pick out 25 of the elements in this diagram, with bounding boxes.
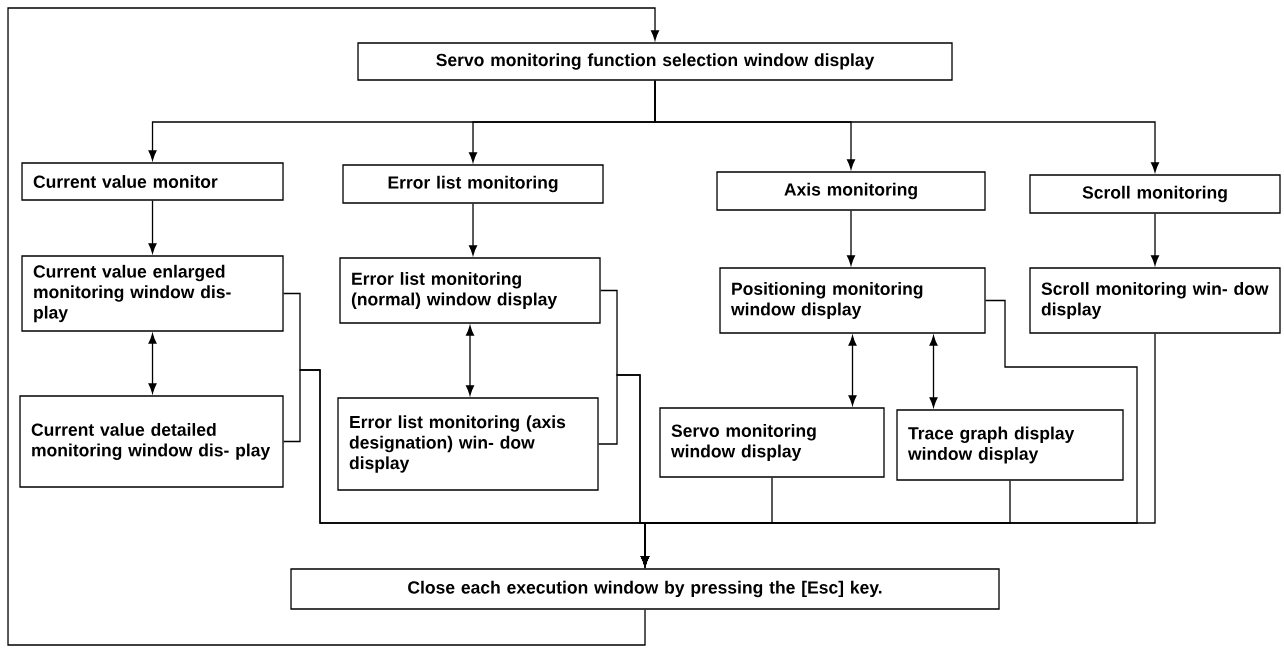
arrow: [654, 80, 1159, 173]
process-box: Close each execution window by pressing the [Esc] key.: [290, 568, 1000, 610]
arrow: [148, 333, 157, 394]
process-box: Current value detailed monitoring window dis- play: [19, 395, 284, 488]
arrow: [847, 210, 856, 266]
process-box: Scroll monitoring: [1029, 174, 1281, 214]
process-box: Current value monitor: [21, 162, 284, 201]
process-box: Positioning monitoring window display: [719, 267, 986, 334]
arrow: [929, 335, 938, 408]
process-box: Servo monitoring window display: [659, 407, 885, 478]
arrow: [469, 203, 478, 256]
arrow: [466, 325, 475, 396]
arrow: [641, 480, 1011, 567]
arrow: [148, 200, 157, 254]
process-box: Axis monitoring: [716, 171, 986, 211]
process-box: Error list monitoring: [342, 164, 604, 204]
arrow: [7, 7, 660, 646]
process-box: Error list monitoring (normal) window display: [339, 257, 601, 324]
arrow: [1151, 213, 1159, 266]
process-box: Servo monitoring function selection window display: [357, 42, 953, 81]
arrow: [848, 335, 857, 406]
process-box: Current value enlarged monitoring window dis- play: [21, 255, 284, 332]
process-box: Scroll monitoring win- dow display: [1029, 267, 1281, 334]
process-box: Trace graph display window display: [896, 409, 1124, 481]
process-box: Error list monitoring (axis designation) win- dow display: [337, 397, 599, 491]
